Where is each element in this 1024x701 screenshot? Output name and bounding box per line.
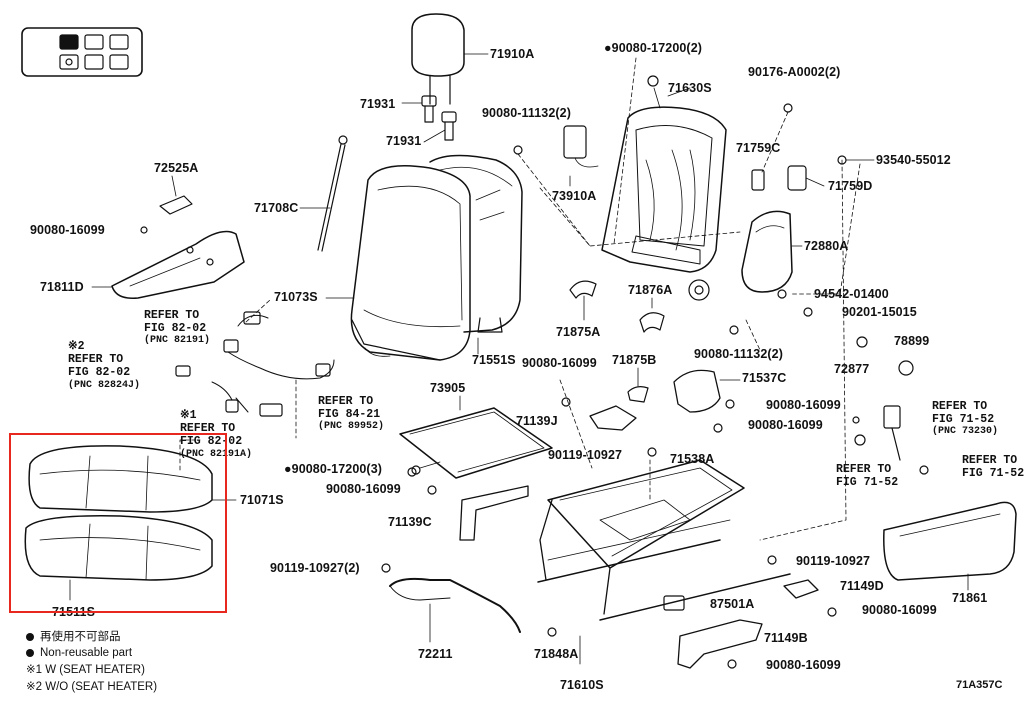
label-71551S: 71551S — [472, 353, 516, 367]
lower-cover-71149B — [381, 555, 837, 669]
label-71139J: 71139J — [516, 414, 558, 428]
plate-73905 — [399, 395, 553, 479]
label-71759C: 71759C — [736, 141, 781, 155]
label-71875A: 71875A — [556, 325, 601, 339]
label-71931-a: 71931 — [360, 97, 396, 111]
label-71139C: 71139C — [388, 515, 432, 529]
label-90080-16099-f: 90080-16099 — [862, 603, 937, 617]
label-90080-16099-g: 90080-16099 — [766, 658, 841, 672]
label-90176-A0002: 90176-A0002(2) — [748, 65, 841, 79]
side-cover-71811D — [91, 230, 245, 299]
label-71759D: 71759D — [828, 179, 873, 193]
non-reusable-dot-icon — [26, 648, 34, 657]
cushion-pad-71511S — [24, 515, 213, 601]
label-71537C: 71537C — [742, 371, 787, 385]
hinge-cover-71875A — [569, 280, 665, 403]
label-73905: 73905 — [430, 381, 466, 395]
label-71071S: 71071S — [240, 493, 284, 507]
label-90080-17200-3: ●90080-17200(3) — [284, 462, 383, 476]
label-90080-16099-a: 90080-16099 — [30, 223, 105, 237]
label-72211: 72211 — [418, 647, 453, 661]
label-94542-01400: 94542-01400 — [814, 287, 889, 301]
seat-track-71610S — [537, 459, 791, 665]
label-71811D: 71811D — [40, 280, 84, 294]
label-71708C: 71708C — [254, 201, 299, 215]
label-90119-10927-a: 90119-10927 — [548, 448, 623, 462]
legend-note-1: ※1 W (SEAT HEATER) — [26, 664, 145, 676]
label-90201-15015: 90201-15015 — [842, 305, 917, 319]
label-90080-16099-e: 90080-16099 — [326, 482, 401, 496]
label-71538A: 71538A — [670, 452, 715, 466]
wire-harness — [175, 311, 335, 417]
label-90119-10927-b: 90119-10927 — [796, 554, 871, 568]
diagram-code: 71A357C — [956, 679, 1003, 691]
label-90119-10927-2: 90119-10927(2) — [270, 561, 360, 575]
rod-71708C — [299, 135, 348, 252]
side-shield-71861 — [883, 501, 1017, 591]
wire-72211 — [389, 577, 521, 643]
legend: 再使用不可部品 Non-reusable part ※1 W (SEAT HEA… — [26, 628, 157, 693]
bracket-71139C — [427, 485, 529, 541]
assembly-lines — [179, 57, 861, 541]
bracket-71139J — [561, 397, 637, 431]
legend-english: Non-reusable part — [40, 647, 133, 659]
legend-japanese: 再使用不可部品 — [40, 631, 121, 643]
label-90080-16099-d: 90080-16099 — [748, 418, 823, 432]
seatback-frame-71630S — [601, 75, 727, 301]
cushion-cover-71071S — [28, 445, 237, 513]
label-93540-55012: 93540-55012 — [876, 153, 951, 167]
seat-position-icon — [21, 27, 143, 77]
belt-buckle — [852, 405, 929, 475]
fasteners — [407, 145, 914, 477]
headrest-71910A — [411, 13, 489, 105]
heater-73910A — [563, 125, 599, 187]
label-72880A: 72880A — [804, 239, 849, 253]
headrest-guide-71931 — [401, 95, 457, 143]
label-90080-17200-2: ●90080-17200(2) — [604, 41, 703, 55]
label-90080-16099-b: 90080-16099 — [522, 356, 597, 370]
label-71073S: 71073S — [274, 290, 318, 304]
label-73910A: 73910A — [552, 189, 597, 203]
label-72525A: 72525A — [154, 161, 199, 175]
label-90080-11132: 90080-11132(2) — [694, 347, 783, 361]
bracket-71759C — [751, 103, 875, 191]
label-90080-16099-c: 90080-16099 — [766, 398, 841, 412]
label-71149B: 71149B — [764, 631, 808, 645]
label-72877: 72877 — [834, 362, 870, 376]
label-71848A: 71848A — [534, 647, 579, 661]
airbag-72880A — [741, 210, 803, 293]
label-90080-11132-2: 90080-11132(2) — [482, 106, 571, 120]
label-71931-b: 71931 — [386, 134, 422, 148]
seatback-cover-71073S — [325, 165, 471, 361]
label-71910A: 71910A — [490, 47, 535, 61]
label-71610S: 71610S — [560, 678, 604, 692]
handle-72525A — [140, 175, 193, 234]
label-71876A: 71876A — [628, 283, 673, 297]
recliner-cover-71537C — [673, 369, 741, 413]
label-87501A: 87501A — [710, 597, 755, 611]
seatback-pad-71551S — [429, 154, 523, 355]
label-71861: 71861 — [952, 591, 988, 605]
legend-note-2: ※2 W/O (SEAT HEATER) — [26, 681, 158, 693]
non-reusable-dot-icon — [26, 632, 34, 641]
label-71875B: 71875B — [612, 353, 657, 367]
label-78899: 78899 — [894, 334, 930, 348]
label-71630S: 71630S — [668, 81, 712, 95]
label-71149D: 71149D — [840, 579, 884, 593]
highlight-box — [9, 433, 227, 613]
